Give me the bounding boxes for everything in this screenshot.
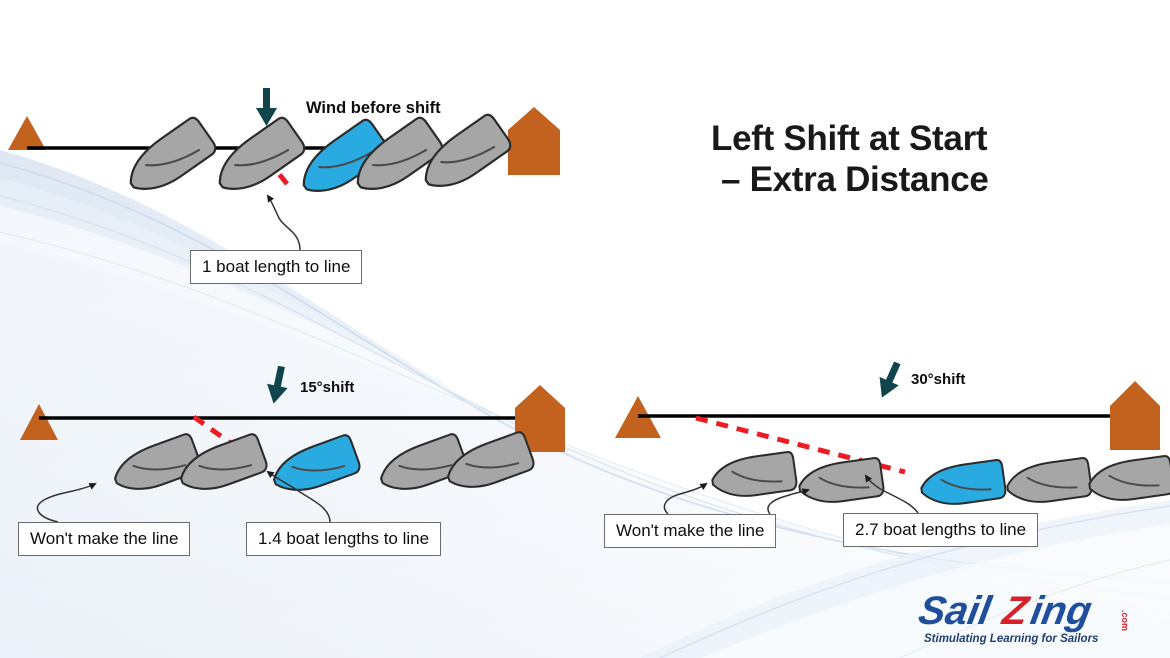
callout-right-boat-lengths: 2.7 boat lengths to line — [843, 513, 1039, 547]
callout-right-wont-make-line: Won't make the line — [604, 514, 777, 548]
wind-before-shift-label: Wind before shift — [306, 99, 441, 117]
shift-15-label: 15°shift — [300, 379, 355, 396]
page-title-line2: – Extra Distance — [721, 160, 989, 200]
logo-text-sail: Sail — [915, 588, 995, 633]
callout-top-boat-length: 1 boat length to line — [190, 250, 363, 284]
logo-text-ing: ing — [1027, 588, 1095, 633]
shift-30-label: 30°shift — [911, 371, 966, 388]
logo-tagline: Stimulating Learning for Sailors — [924, 633, 1098, 645]
callout-mid-boat-lengths: 1.4 boat lengths to line — [246, 522, 442, 556]
callout-mid-wont-make-line: Won't make the line — [18, 522, 191, 556]
page-title-line1: Left Shift at Start — [711, 119, 988, 158]
page-title: Left Shift at Start – Extra Distance — [711, 118, 1131, 201]
logo-domain: .com — [1120, 610, 1130, 631]
sailzing-logo[interactable]: Sail Z ing .com Stimulating Learning for… — [900, 584, 1152, 650]
